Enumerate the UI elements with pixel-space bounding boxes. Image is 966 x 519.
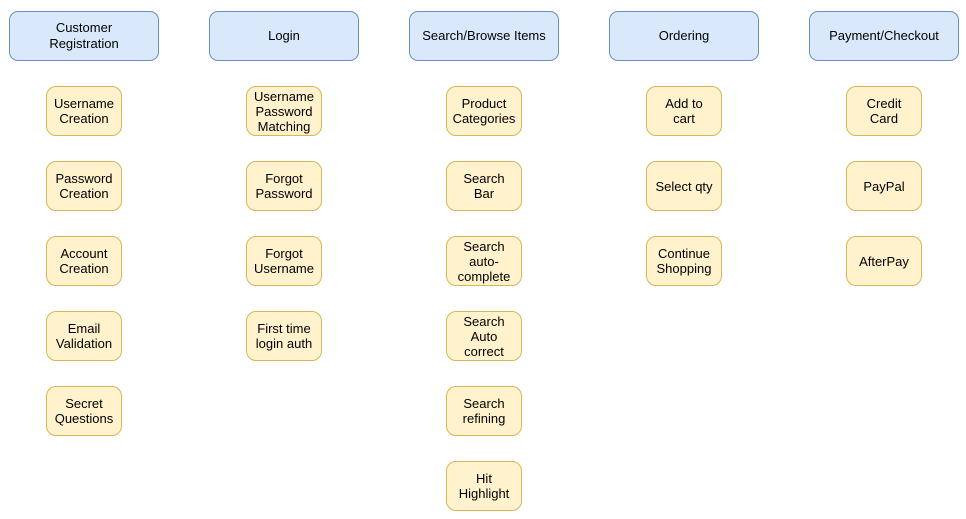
node-first-time-login-auth[interactable]: First time login auth [246, 311, 322, 361]
node-login[interactable]: Login [209, 11, 359, 61]
node-search-browse-items[interactable]: Search/Browse Items [409, 11, 559, 61]
node-secret-questions[interactable]: Secret Questions [46, 386, 122, 436]
node-customer-registration[interactable]: Customer Registration [9, 11, 159, 61]
node-ordering[interactable]: Ordering [609, 11, 759, 61]
node-password-creation[interactable]: Password Creation [46, 161, 122, 211]
column-ordering: Ordering Add to cart Select qty Continue… [609, 11, 759, 286]
node-search-auto-complete[interactable]: Search auto- complete [446, 236, 522, 286]
node-search-auto-correct[interactable]: Search Auto correct [446, 311, 522, 361]
node-hit-highlight[interactable]: Hit Highlight [446, 461, 522, 511]
node-continue-shopping[interactable]: Continue Shopping [646, 236, 722, 286]
column-customer-registration: Customer Registration Username Creation … [9, 11, 159, 436]
node-username-password-matching[interactable]: Username Password Matching [246, 86, 322, 136]
node-search-bar[interactable]: Search Bar [446, 161, 522, 211]
node-add-to-cart[interactable]: Add to cart [646, 86, 722, 136]
node-account-creation[interactable]: Account Creation [46, 236, 122, 286]
column-payment-checkout: Payment/Checkout Credit Card PayPal Afte… [809, 11, 959, 286]
column-login: Login Username Password Matching Forgot … [209, 11, 359, 361]
node-forgot-password[interactable]: Forgot Password [246, 161, 322, 211]
node-username-creation[interactable]: Username Creation [46, 86, 122, 136]
node-payment-checkout[interactable]: Payment/Checkout [809, 11, 959, 61]
node-email-validation[interactable]: Email Validation [46, 311, 122, 361]
node-afterpay[interactable]: AfterPay [846, 236, 922, 286]
column-search-browse-items: Search/Browse Items Product Categories S… [409, 11, 559, 511]
node-paypal[interactable]: PayPal [846, 161, 922, 211]
node-credit-card[interactable]: Credit Card [846, 86, 922, 136]
node-forgot-username[interactable]: Forgot Username [246, 236, 322, 286]
node-search-refining[interactable]: Search refining [446, 386, 522, 436]
node-select-qty[interactable]: Select qty [646, 161, 722, 211]
node-product-categories[interactable]: Product Categories [446, 86, 522, 136]
